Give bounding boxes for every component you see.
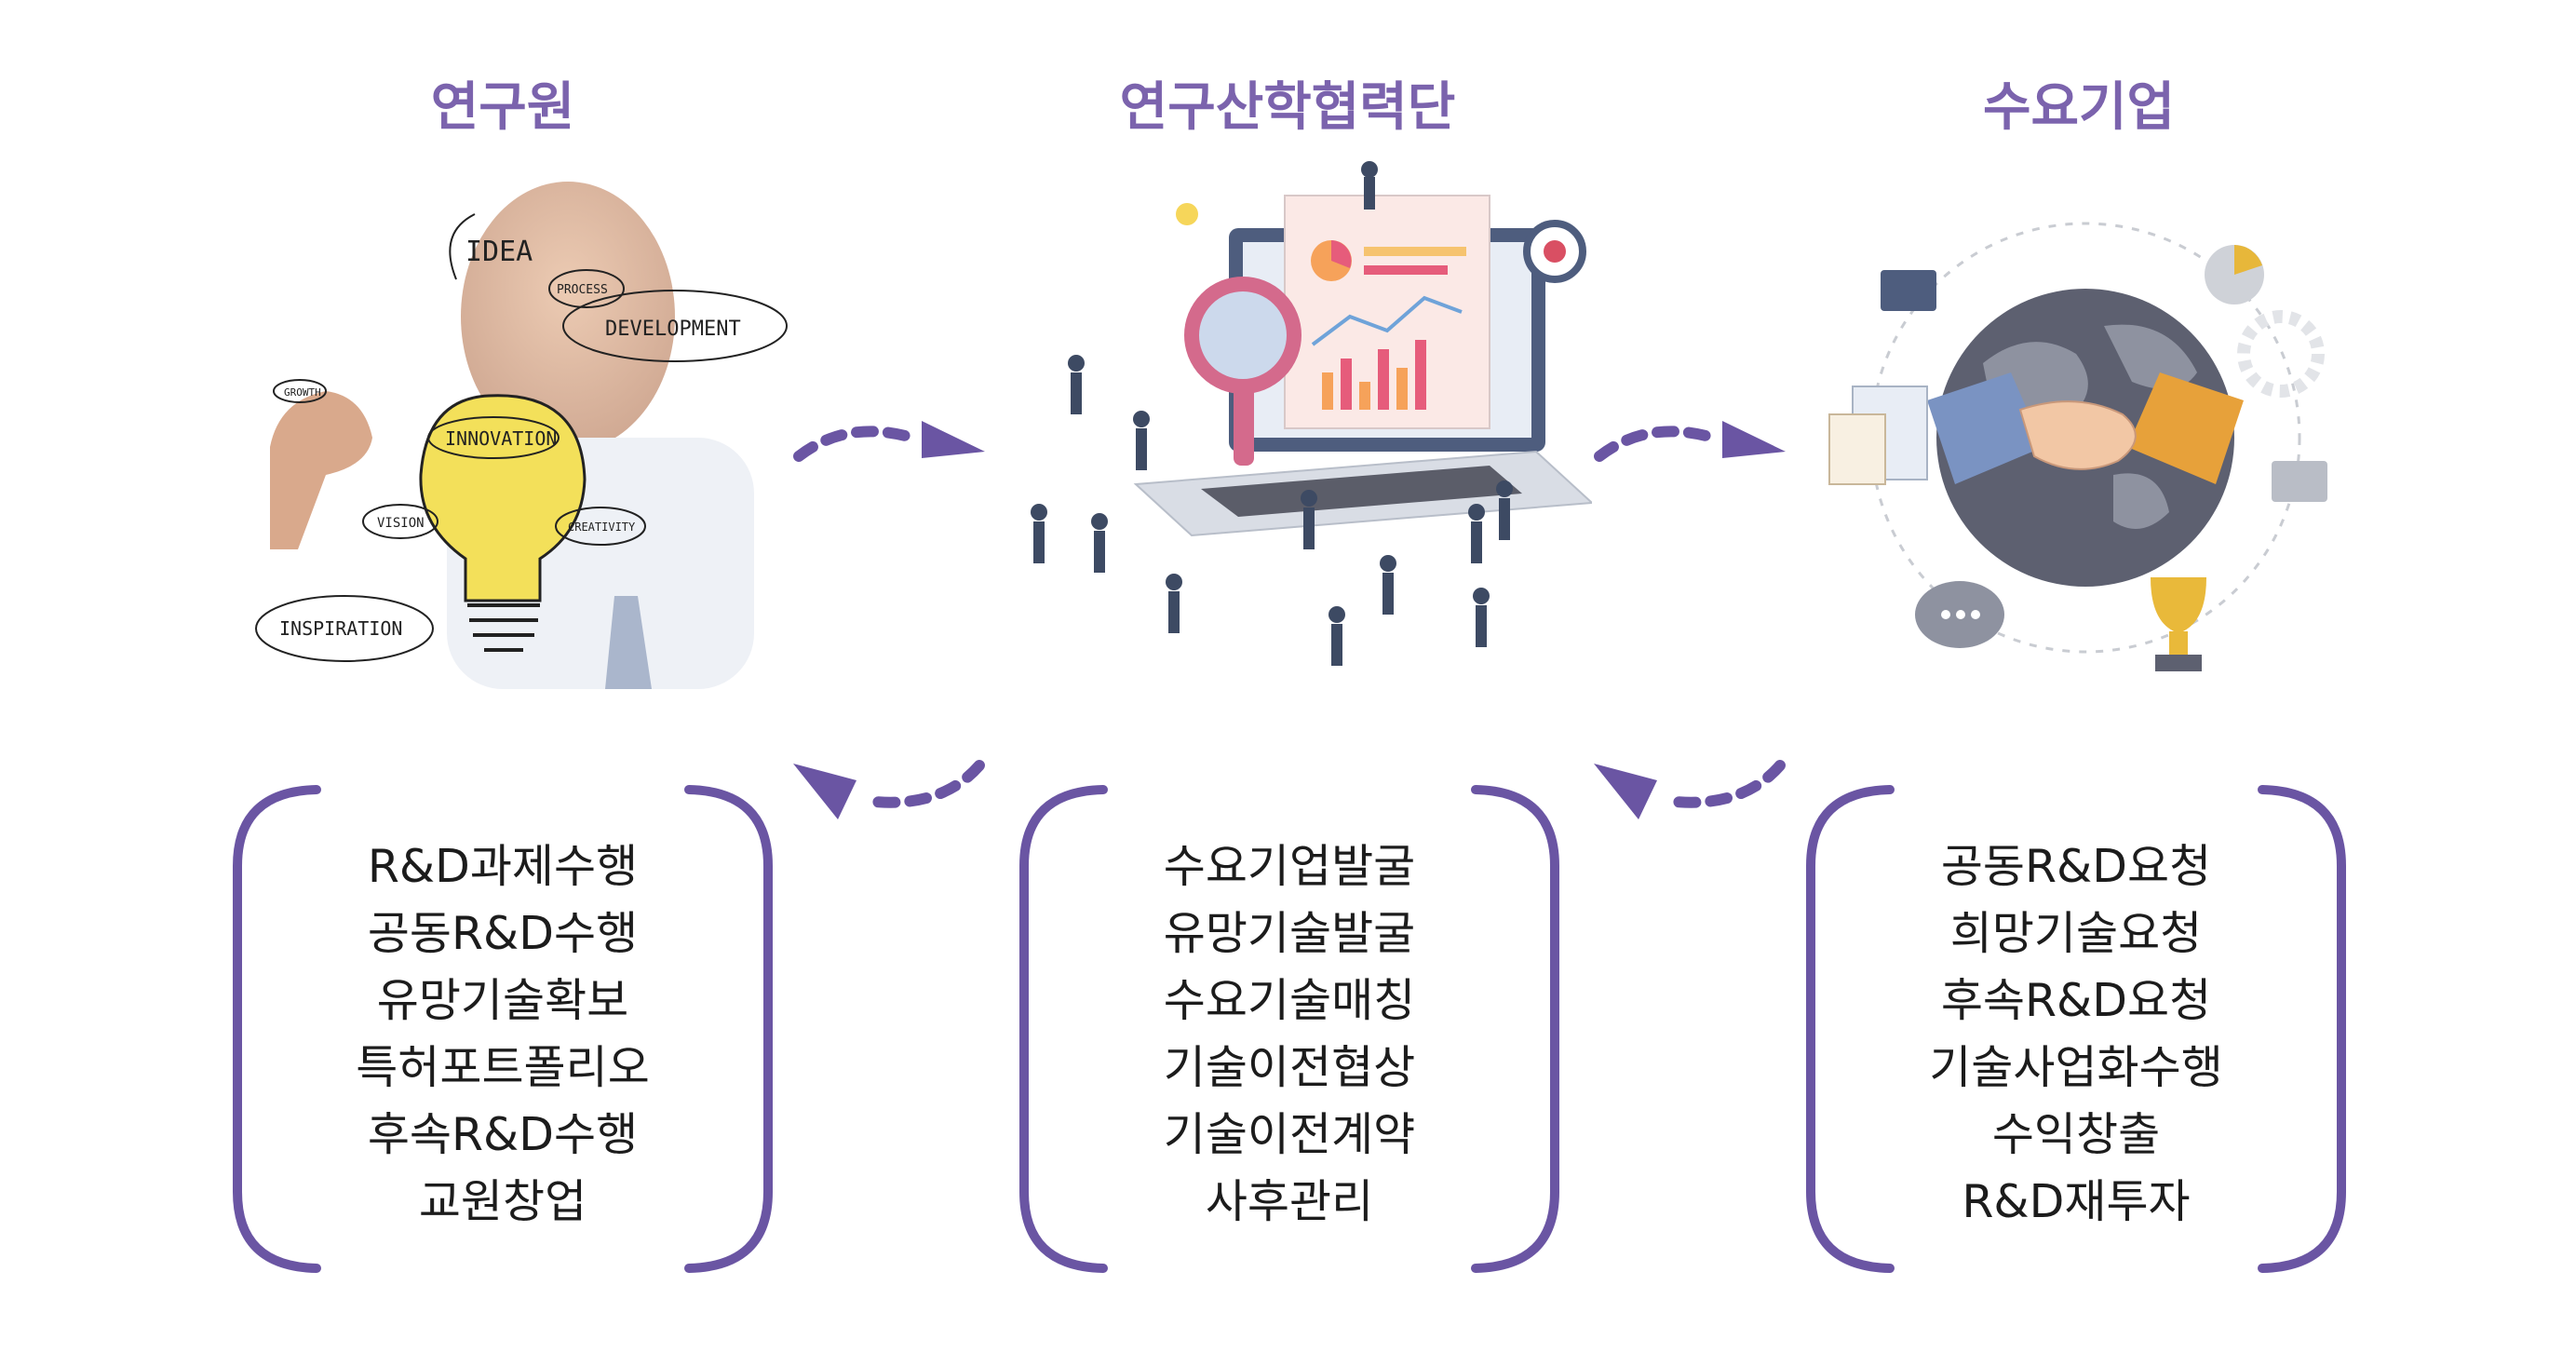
word-idea: IDEA — [465, 236, 533, 268]
researcher-task-list: R&D과제수행 공동R&D수행 유망기술확보 특허포트폴리오 후속R&D수행 교… — [228, 833, 777, 1236]
word-vision: VISION — [377, 516, 425, 531]
company-task-list: 공동R&D요청 희망기술요청 후속R&D요청 기술사업화수행 수익창출 R&D재… — [1801, 833, 2351, 1236]
word-inspiration: INSPIRATION — [279, 617, 402, 640]
list-item: 후속R&D수행 — [367, 1108, 639, 1161]
word-growth: GROWTH — [284, 386, 321, 399]
company-tasks-box: 공동R&D요청 희망기술요청 후속R&D요청 기술사업화수행 수익창출 R&D재… — [1801, 782, 2351, 1276]
dashed-arrow-left-icon — [793, 760, 985, 819]
foundation-illustration — [1015, 158, 1595, 689]
bracket-frame — [1019, 785, 1559, 1273]
word-innovation: INNOVATION — [445, 427, 557, 450]
list-item: 사후관리 — [1205, 1175, 1374, 1228]
researcher-illustration: IDEA PROCESS GROWTH DEVELOPMENT INNOVATI… — [214, 158, 791, 689]
title-industry-academia-foundation: 연구산학협력단 — [1119, 77, 1456, 138]
list-item: 수요기업발굴 — [1163, 840, 1416, 893]
word-development: DEVELOPMENT — [605, 318, 741, 341]
foundation-tasks-box: 수요기업발굴 유망기술발굴 수요기술매칭 기술이전협상 기술이전계약 사후관리 — [1015, 782, 1564, 1276]
company-illustration — [1797, 158, 2374, 689]
list-item: 후속R&D요청 — [1940, 974, 2212, 1027]
list-item: 유망기술발굴 — [1163, 907, 1416, 960]
bracket-frame — [233, 785, 773, 1273]
list-item: 기술이전협상 — [1163, 1041, 1416, 1094]
dashed-arrow-right-icon — [1594, 421, 1786, 462]
researcher-tasks-box: R&D과제수행 공동R&D수행 유망기술확보 특허포트폴리오 후속R&D수행 교… — [228, 782, 777, 1276]
handshake-globe-icon — [1828, 222, 2327, 671]
word-creativity: CREATIVITY — [568, 521, 636, 534]
list-item: 기술이전계약 — [1163, 1108, 1416, 1161]
foundation-task-list: 수요기업발굴 유망기술발굴 수요기술매칭 기술이전협상 기술이전계약 사후관리 — [1015, 833, 1564, 1236]
title-researcher: 연구원 — [430, 77, 575, 138]
list-item: 유망기술확보 — [376, 974, 629, 1027]
laptop-analytics-icon — [1031, 161, 1595, 666]
list-item: 수요기술매칭 — [1163, 974, 1416, 1027]
dashed-arrow-right-icon — [793, 421, 985, 462]
word-process: PROCESS — [557, 283, 608, 297]
dashed-arrow-left-icon — [1594, 760, 1786, 819]
lightbulb-sketch-icon: IDEA PROCESS GROWTH DEVELOPMENT INNOVATI… — [255, 182, 788, 689]
title-demand-company: 수요기업 — [1982, 77, 2176, 138]
list-item: 기술사업화수행 — [1929, 1041, 2223, 1094]
list-item: 교원창업 — [418, 1175, 587, 1228]
bracket-frame — [1806, 785, 2346, 1273]
list-item: 수익창출 — [1991, 1108, 2161, 1161]
list-item: R&D과제수행 — [367, 840, 639, 893]
list-item: 희망기술요청 — [1949, 907, 2203, 960]
list-item: 특허포트폴리오 — [356, 1041, 650, 1094]
list-item: 공동R&D수행 — [367, 907, 639, 960]
list-item: R&D재투자 — [1962, 1175, 2191, 1228]
list-item: 공동R&D요청 — [1940, 840, 2212, 893]
